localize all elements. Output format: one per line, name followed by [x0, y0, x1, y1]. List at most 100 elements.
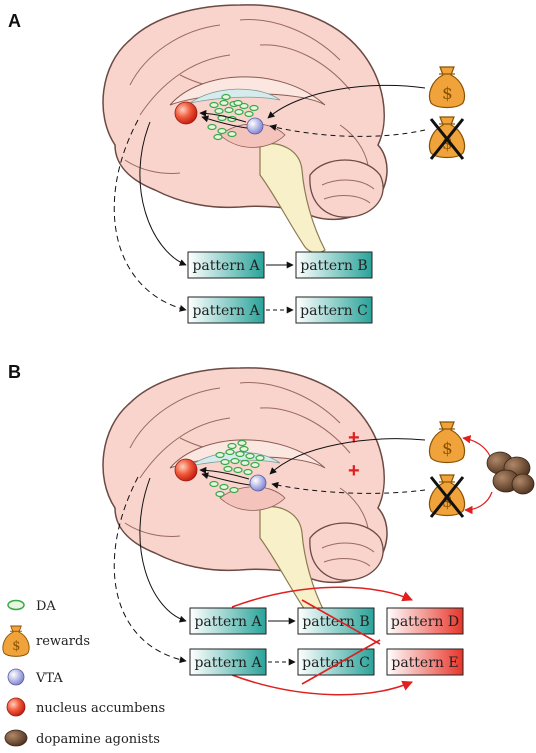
vta-nac-arrow-a — [199, 109, 247, 123]
pattern-box-red — [386, 648, 464, 676]
pattern-box — [295, 251, 373, 279]
da-vesicle — [227, 442, 237, 450]
da-vesicle — [209, 101, 219, 109]
da-vesicle — [245, 452, 255, 460]
pattern-row-b1: pattern A pattern B pattern D — [189, 599, 464, 645]
da-vesicle — [225, 448, 235, 456]
da-vesicle — [250, 461, 260, 469]
dopamine-agonist-icon — [4, 729, 28, 747]
agonist-arrow-down — [464, 491, 493, 515]
legend-item-da: DA — [7, 599, 56, 614]
pattern-label: pattern C — [300, 303, 368, 319]
pattern-box — [187, 296, 265, 324]
money-bag-icon: $ — [2, 625, 30, 657]
da-vesicle — [224, 106, 234, 114]
pattern-box — [189, 607, 267, 635]
no-reward-arrow-a — [269, 124, 426, 137]
da-vesicle — [234, 108, 244, 116]
da-vesicle — [243, 468, 253, 476]
pattern-box — [297, 607, 375, 635]
nac-output-dashed-a — [113, 119, 187, 312]
red-arc-bottom — [231, 674, 413, 696]
da-vesicle — [233, 99, 243, 107]
nucleus-accumbens-b — [174, 458, 198, 482]
pattern-label: pattern A — [194, 655, 262, 671]
da-vesicle — [217, 127, 227, 135]
da-vesicle — [249, 104, 259, 112]
svg-text:$: $ — [12, 639, 20, 654]
pattern-label: pattern D — [391, 614, 459, 630]
no-money-bag-icon-b: $ — [428, 474, 466, 518]
no-money-bag-icon-a: $ — [428, 116, 466, 160]
pattern-label: pattern E — [391, 655, 458, 671]
pattern-box — [189, 648, 267, 676]
da-vesicle — [213, 133, 223, 141]
legend-label: DA — [36, 599, 56, 614]
pattern-label: pattern A — [192, 303, 260, 319]
legend-item-nucleus-accumbens: nucleus accumbens — [6, 697, 165, 717]
legend-label: dopamine agonists — [36, 732, 160, 747]
da-vesicle — [221, 93, 231, 101]
agonist-arrow-up — [462, 435, 491, 457]
plus-sign: + — [348, 427, 360, 449]
svg-text:$: $ — [442, 84, 453, 104]
pattern-box — [295, 296, 373, 324]
legend-item-dopamine-agonists: dopamine agonists — [4, 729, 160, 747]
da-cluster-a — [207, 93, 259, 141]
brain-a — [102, 4, 388, 254]
pattern-label: pattern B — [300, 258, 367, 274]
vta-nac-arrow-b — [199, 466, 250, 480]
vta-icon — [7, 668, 25, 686]
da-vesicle — [244, 110, 254, 118]
nac-output-dashed-b — [113, 476, 187, 664]
da-vesicle — [220, 458, 230, 466]
svg-text:$: $ — [442, 439, 453, 459]
pattern-label: pattern C — [302, 655, 370, 671]
da-icon — [7, 599, 25, 611]
pattern-box — [187, 251, 265, 279]
da-vesicle — [209, 480, 219, 488]
dopamine-agonists-icon — [486, 451, 535, 495]
da-vesicle — [240, 459, 250, 467]
legend-item-vta: VTA — [7, 668, 63, 686]
pattern-label: pattern B — [302, 614, 369, 630]
da-vesicle — [219, 99, 229, 107]
pattern-row-b2: pattern A pattern C pattern E — [189, 639, 464, 685]
da-vesicle — [229, 486, 239, 494]
panel-a-label: A — [8, 11, 21, 31]
svg-text:$: $ — [442, 492, 453, 512]
nucleus-accumbens-a — [174, 101, 198, 125]
da-vesicle — [214, 107, 224, 115]
da-vesicle — [239, 445, 249, 453]
pattern-row-a2: pattern A pattern C — [187, 296, 373, 324]
svg-text:$: $ — [442, 134, 453, 154]
vta-nac-arrow-b2 — [201, 472, 251, 486]
strike-line — [301, 639, 381, 685]
da-vesicle — [237, 439, 247, 447]
da-vesicle — [215, 451, 225, 459]
plus-sign: + — [348, 460, 360, 482]
reward-arrow-a — [267, 84, 426, 119]
panel-b-label: B — [8, 362, 21, 382]
da-vesicle — [215, 490, 225, 498]
nac-output-solid-b — [139, 477, 187, 623]
pattern-row-a1: pattern A pattern B — [187, 251, 373, 279]
vta-nac-arrow-a2 — [201, 115, 248, 129]
money-bag-icon-b: $ — [428, 421, 466, 464]
nucleus-accumbens-icon — [6, 697, 26, 717]
da-vesicle — [233, 466, 243, 474]
legend-label: nucleus accumbens — [36, 701, 165, 716]
vta-b — [249, 474, 267, 492]
legend-label: VTA — [35, 671, 63, 686]
da-cluster-b — [209, 439, 265, 498]
da-vesicle — [223, 465, 233, 473]
da-vesicle — [255, 454, 265, 462]
no-reward-arrow-b — [271, 481, 426, 494]
reward-arrow-b — [269, 438, 426, 475]
da-vesicle — [219, 483, 229, 491]
pattern-box — [297, 648, 375, 676]
legend-item-rewards: $ rewards — [2, 625, 90, 657]
da-vesicle — [227, 130, 237, 138]
legend-label: rewards — [36, 634, 90, 649]
